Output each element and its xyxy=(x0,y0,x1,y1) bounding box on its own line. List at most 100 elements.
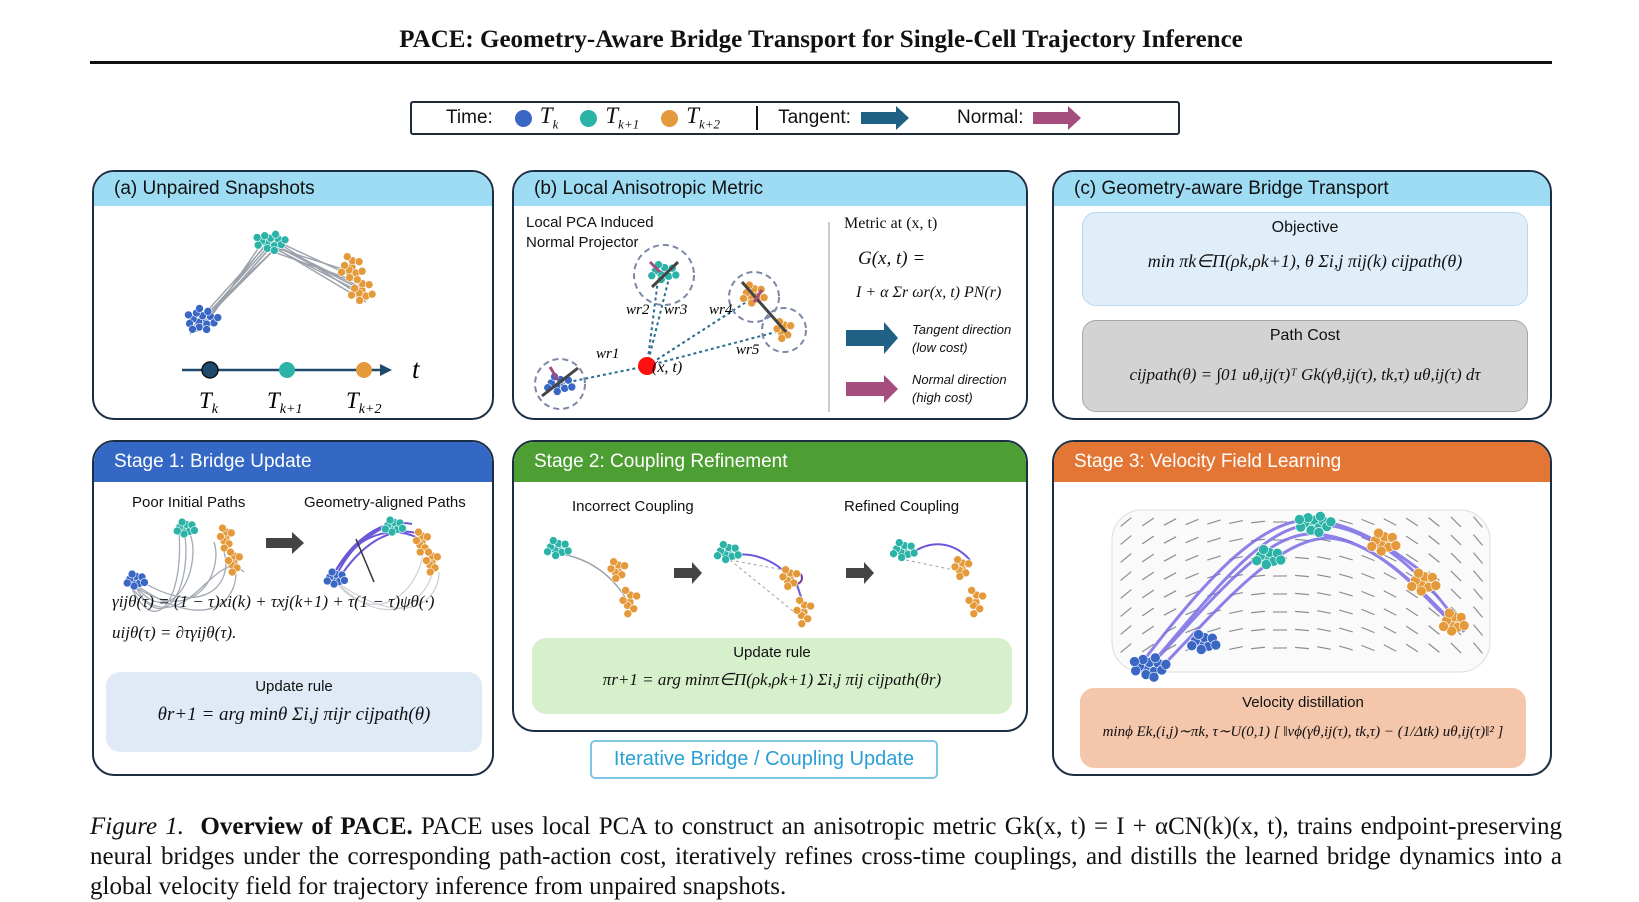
tk2-dot-icon xyxy=(661,110,678,127)
cell-point xyxy=(612,574,620,582)
cell-point xyxy=(272,230,280,238)
axis-label-t: t xyxy=(412,354,421,384)
legend-time-label: Time: xyxy=(446,107,493,129)
cell-point xyxy=(564,547,572,555)
metric-equation-2: I + α Σr ωr(x, t) PN(r) xyxy=(856,284,1001,302)
stage1-transition-arrow-icon xyxy=(266,532,304,554)
cell-point xyxy=(796,596,804,604)
cell-point xyxy=(254,241,262,249)
title-rule xyxy=(90,61,1552,64)
iterative-update-label: Iterative Bridge / Coupling Update xyxy=(590,740,938,779)
legend-normal-label: Normal: xyxy=(957,107,1024,129)
cell-point xyxy=(270,246,278,254)
cell-point xyxy=(216,533,224,541)
tangent-arrow-icon xyxy=(861,112,899,124)
panel-c-title: (c) Geometry-aware Bridge Transport xyxy=(1054,172,1550,206)
cell-point xyxy=(1131,666,1141,676)
cell-point xyxy=(965,596,973,604)
cell-point xyxy=(368,290,376,298)
cell-point xyxy=(281,236,289,244)
cell-point xyxy=(619,596,627,604)
time-axis-arrow-icon xyxy=(380,364,392,376)
cell-point xyxy=(1303,513,1313,523)
cell-point xyxy=(778,334,786,342)
cell-point xyxy=(140,578,148,586)
query-point-label: (x, t) xyxy=(652,359,682,376)
weight-label-wr1: wr1 xyxy=(596,346,619,362)
cell-point xyxy=(1414,568,1424,578)
cell-point xyxy=(549,537,557,545)
cell-point xyxy=(798,620,806,628)
panel-unpaired-snapshots: (a) Unpaired Snapshots t Tk Tk+1 Tk+2 xyxy=(92,170,494,420)
cell-point xyxy=(954,556,962,564)
cell-point xyxy=(895,539,903,547)
cell-point xyxy=(1294,514,1304,524)
cell-point xyxy=(340,576,348,584)
cell-point xyxy=(1276,555,1286,565)
cell-point xyxy=(1129,657,1139,667)
cell-point xyxy=(398,524,406,532)
tick-label-tk2: Tk+2 xyxy=(346,388,381,417)
cell-point xyxy=(898,553,906,561)
stage1-bridge-update: Stage 1: Bridge Update Poor Initial Path… xyxy=(92,440,494,776)
cell-point xyxy=(734,551,742,559)
cell-point xyxy=(979,592,987,600)
tick-tk2-marker xyxy=(356,362,372,378)
cell-point xyxy=(890,550,898,558)
normal-direction-arrow-icon xyxy=(846,382,884,396)
cell-point xyxy=(415,528,423,536)
cell-point xyxy=(358,267,366,275)
stage2-arrow-1-icon xyxy=(674,562,702,584)
cell-point xyxy=(1407,581,1417,591)
cell-point xyxy=(263,244,271,252)
cell-point xyxy=(423,533,431,541)
legend-item-tk1: Tk+1 xyxy=(580,103,639,133)
cell-point xyxy=(433,553,441,561)
cell-point xyxy=(719,541,727,549)
velocity-distillation-box: Velocity distillation minϕ Ek,(i,j)∼πk, … xyxy=(1080,688,1526,768)
normal-direction-label: Normal direction xyxy=(912,372,1007,387)
stage1-bridge-equation: γijθ(τ) = (1 − τ)xi(k) + τxj(k+1) + τ(1 … xyxy=(112,592,434,612)
stage2-update-label: Update rule xyxy=(532,644,1012,661)
tick-tk1-marker xyxy=(279,362,295,378)
cell-point xyxy=(1161,659,1171,669)
cell-point xyxy=(1459,621,1469,631)
stage2-coupling-refinement: Stage 2: Coupling Refinement Incorrect C… xyxy=(512,440,1028,732)
cell-point xyxy=(348,291,356,299)
cell-point xyxy=(807,602,815,610)
cell-point xyxy=(365,281,373,289)
tick-tk-marker xyxy=(202,362,218,378)
cell-point xyxy=(672,271,680,279)
cell-point xyxy=(910,549,918,557)
cell-point xyxy=(782,566,790,574)
cell-point xyxy=(968,586,976,594)
stage1-update-box: Update rule θr+1 = arg minθ Σi,j πijr ci… xyxy=(106,672,482,752)
cell-point xyxy=(1252,556,1262,566)
cell-point xyxy=(610,558,618,566)
legend-tangent-label: Tangent: xyxy=(778,107,851,129)
cell-point xyxy=(184,311,192,319)
stage1-update-label: Update rule xyxy=(106,678,482,695)
cell-point xyxy=(787,322,795,330)
tangent-cost-label: (low cost) xyxy=(912,340,968,355)
normal-arrow-icon xyxy=(1033,112,1071,124)
metric-equation-1: G(x, t) = xyxy=(858,248,925,270)
stage1-aligned-paths xyxy=(330,520,424,580)
cell-point xyxy=(353,276,361,284)
cell-point xyxy=(381,525,389,533)
stage3-velocity-field-learning: Stage 3: Velocity Field Learning Velocit… xyxy=(1052,440,1552,776)
stage1-guide-line xyxy=(356,539,374,582)
cell-point xyxy=(1261,559,1271,569)
cell-point xyxy=(1326,517,1336,527)
cell-point xyxy=(227,548,235,556)
cell-point xyxy=(1259,545,1269,555)
weight-label-wr4: wr4 xyxy=(709,302,733,318)
cell-point xyxy=(1150,653,1160,663)
cell-point xyxy=(412,537,420,545)
cell-point xyxy=(228,568,236,576)
cell-point xyxy=(714,552,722,560)
cell-point xyxy=(956,572,964,580)
cell-point xyxy=(224,557,232,565)
cell-point xyxy=(722,555,730,563)
legend-item-normal: Normal: xyxy=(957,107,1072,129)
